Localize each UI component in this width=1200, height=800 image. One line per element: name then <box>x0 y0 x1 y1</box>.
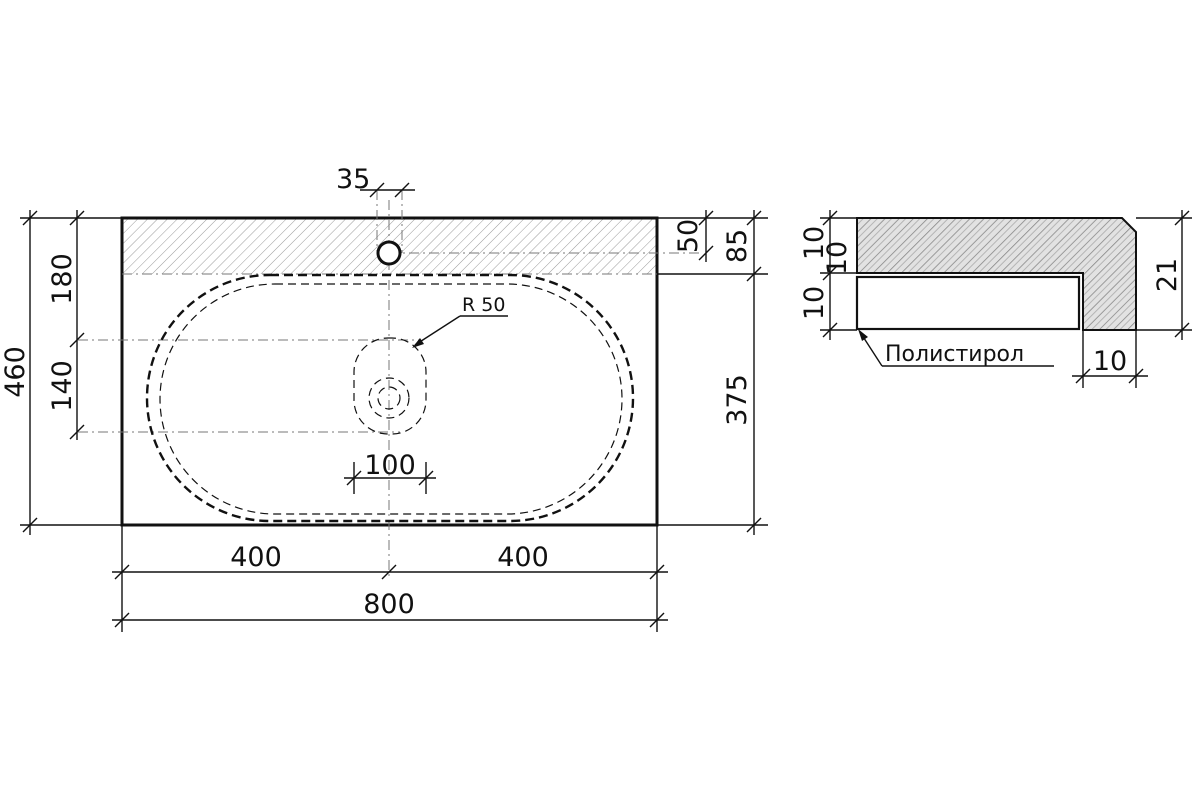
dim-section-middle-text: 10 <box>822 241 853 275</box>
plan-view: R 50 35 460 180 140 50 85 375 <box>0 164 768 632</box>
dim-side-width-text: 10 <box>1093 346 1127 377</box>
dim-50-text: 50 <box>673 219 704 253</box>
dim-180-text: 180 <box>47 253 78 305</box>
bowl-inner <box>159 283 623 515</box>
faucet-hole-icon <box>376 240 402 266</box>
dim-400-left-text: 400 <box>230 542 282 573</box>
dim-35-text: 35 <box>336 164 370 195</box>
dim-85-text: 85 <box>722 229 753 263</box>
radius-label: R 50 <box>462 294 505 316</box>
material-arrowhead-icon <box>858 329 868 341</box>
dim-section-bottom-text: 10 <box>799 286 830 320</box>
dim-800-text: 800 <box>363 589 415 620</box>
dim-140-text: 140 <box>47 360 78 412</box>
dim-400-right-text: 400 <box>497 542 549 573</box>
dim-375-text: 375 <box>722 374 753 426</box>
drain-hole-outer <box>368 377 410 419</box>
dim-100-text: 100 <box>364 450 416 481</box>
dim-460-text: 460 <box>0 346 31 398</box>
drain-hole-inner <box>377 386 401 410</box>
section-view: 10 10 10 21 10 Полистирол <box>799 210 1192 388</box>
polystyrene-insert <box>855 275 1081 331</box>
material-label: Полистирол <box>885 342 1024 367</box>
radius-arrow-line <box>414 315 461 346</box>
bowl-outer <box>145 273 635 523</box>
dim-21-text: 21 <box>1152 258 1183 292</box>
radius-arrowhead-icon <box>412 338 424 348</box>
dim-section-top-text: 10 <box>799 226 830 260</box>
drain-slot <box>353 337 427 435</box>
